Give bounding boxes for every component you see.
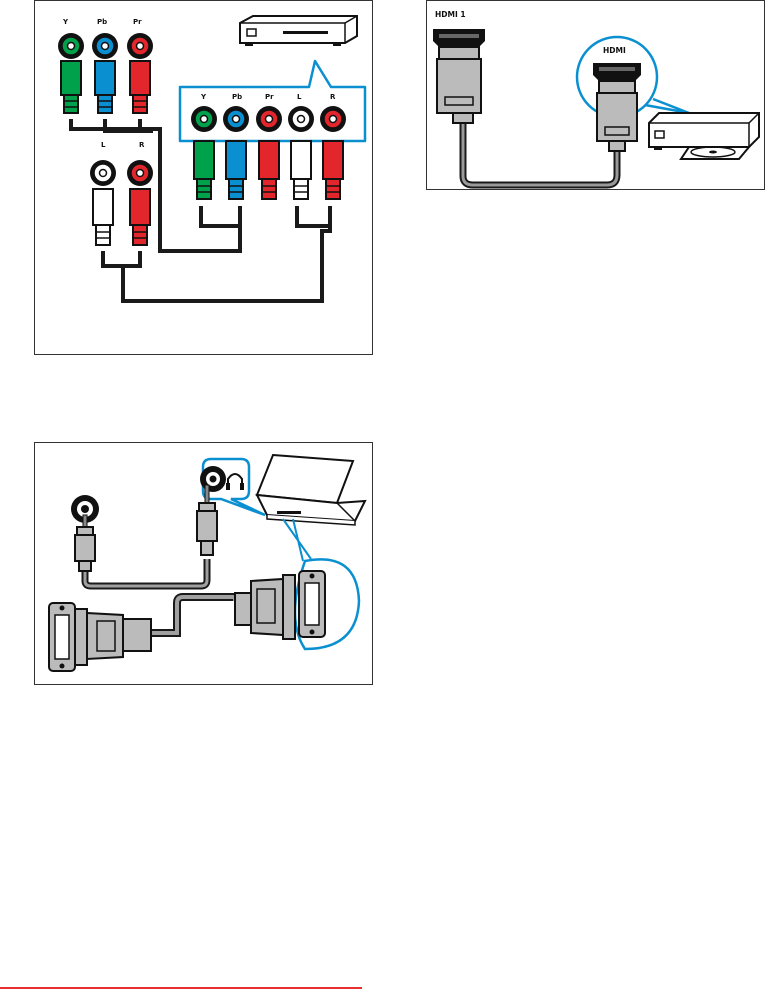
device-plug-green bbox=[194, 141, 214, 199]
device-jack-red-audio bbox=[320, 106, 346, 132]
device-hdmi-port-icon bbox=[593, 63, 641, 81]
disc-player-icon bbox=[649, 113, 759, 159]
device-label-y: Y bbox=[200, 93, 207, 101]
device-plug-red-audio bbox=[323, 141, 343, 199]
tv-component-jacks: Y Pb Pr bbox=[58, 18, 153, 113]
tv-jack-red bbox=[127, 33, 153, 59]
tv-vga-plug bbox=[75, 609, 151, 665]
hdmi-cable bbox=[463, 121, 617, 185]
laptop-icon bbox=[257, 455, 365, 525]
tv-audio-plug-red bbox=[130, 189, 150, 245]
tv-vga-port-icon bbox=[49, 603, 75, 671]
component-connection-diagram: Y Pb Pr bbox=[34, 0, 373, 355]
device-label-pb: Pb bbox=[232, 93, 242, 101]
pc-vga-port-icon bbox=[299, 571, 325, 637]
device-plug-blue bbox=[226, 141, 246, 199]
tv-hdmi-port-icon bbox=[433, 29, 485, 47]
tv-jack-blue bbox=[92, 33, 118, 59]
device-plug-white bbox=[291, 141, 311, 199]
tv-label-pr: Pr bbox=[133, 18, 142, 26]
tv-label-l: L bbox=[101, 141, 106, 149]
tv-audio-plug bbox=[75, 515, 95, 571]
device-jack-green bbox=[191, 106, 217, 132]
tv-plug-blue bbox=[95, 61, 115, 113]
vga-callout-line bbox=[283, 519, 311, 561]
tv-plug-green bbox=[61, 61, 81, 113]
tv-plug-red bbox=[130, 61, 150, 113]
device-jack-blue bbox=[223, 106, 249, 132]
pc-connection-diagram bbox=[34, 442, 373, 685]
external-device-icon bbox=[240, 16, 357, 46]
tv-audio-jack-red bbox=[127, 160, 153, 186]
pc-audio-cable bbox=[85, 559, 207, 586]
tv-hdmi-plug bbox=[437, 47, 481, 123]
tv-jack-green bbox=[58, 33, 84, 59]
device-jacks-callout: Y Pb Pr L R bbox=[180, 61, 365, 141]
device-jack-red bbox=[256, 106, 282, 132]
device-plug-red bbox=[259, 141, 279, 199]
hdmi-connection-diagram: HDMI 1 HDMI bbox=[426, 0, 765, 190]
tv-label-pb: Pb bbox=[97, 18, 107, 26]
tv-label-y: Y bbox=[62, 18, 69, 26]
device-jack-white bbox=[288, 106, 314, 132]
footer-rule bbox=[0, 987, 362, 989]
device-hdmi-plug bbox=[597, 81, 637, 151]
device-hdmi-label: HDMI bbox=[603, 46, 626, 55]
device-label-pr: Pr bbox=[265, 93, 274, 101]
device-plugs bbox=[194, 141, 343, 199]
device-label-l: L bbox=[297, 93, 302, 101]
tv-audio-jacks: L R bbox=[90, 141, 153, 245]
tv-audio-plug-white bbox=[93, 189, 113, 245]
tv-label-r: R bbox=[139, 141, 145, 149]
device-label-r: R bbox=[330, 93, 336, 101]
tv-audio-jack-white bbox=[90, 160, 116, 186]
pc-vga-plug bbox=[235, 575, 295, 639]
hdmi-port-label: HDMI 1 bbox=[435, 10, 466, 19]
vga-cable bbox=[150, 597, 235, 633]
